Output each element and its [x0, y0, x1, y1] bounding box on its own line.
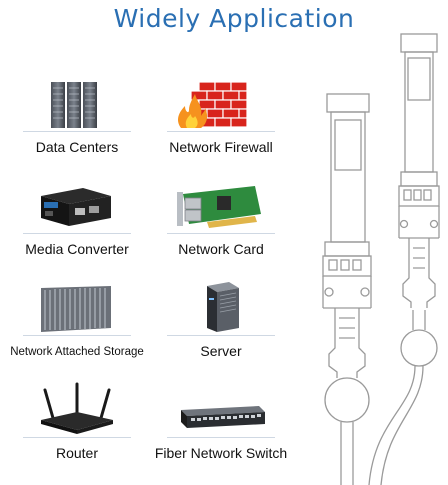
application-network-firewall: Network Firewall [151, 76, 291, 166]
divider [23, 335, 131, 336]
application-router: Router [7, 382, 147, 472]
application-media-converter: Media Converter [7, 178, 147, 268]
page-title: Widely Application [113, 4, 355, 33]
application-label: Network Firewall [169, 139, 273, 155]
application-fiber-network-switch: Fiber Network Switch [151, 382, 291, 472]
application-label: Fiber Network Switch [154, 445, 288, 461]
divider [167, 233, 275, 234]
divider [167, 131, 275, 132]
application-network-attached-storage: Network Attached Storage [7, 280, 147, 370]
divider [23, 437, 131, 438]
divider [167, 437, 275, 438]
application-label: Data Centers [35, 139, 119, 155]
firewall-icon [178, 81, 248, 128]
dac-cable-illustration [322, 33, 440, 485]
media-converter-icon [41, 188, 111, 226]
storage-array-icon [41, 286, 111, 332]
divider [167, 335, 275, 336]
application-label: Router [55, 445, 99, 461]
application-data-centers: Data Centers [7, 76, 147, 166]
divider [23, 233, 131, 234]
server-racks-icon [51, 82, 97, 128]
divider [23, 131, 131, 132]
network-card-icon [177, 186, 261, 228]
application-label: Network Card [178, 241, 264, 257]
application-label: Media Converter [25, 241, 129, 257]
tower-server-icon [207, 282, 239, 332]
application-network-card: Network Card [151, 178, 291, 268]
application-label: Server [200, 343, 242, 359]
application-server: Server [151, 280, 291, 370]
network-switch-icon [181, 406, 265, 428]
application-label: Network Attached Storage [10, 346, 144, 358]
router-icon [41, 382, 113, 434]
